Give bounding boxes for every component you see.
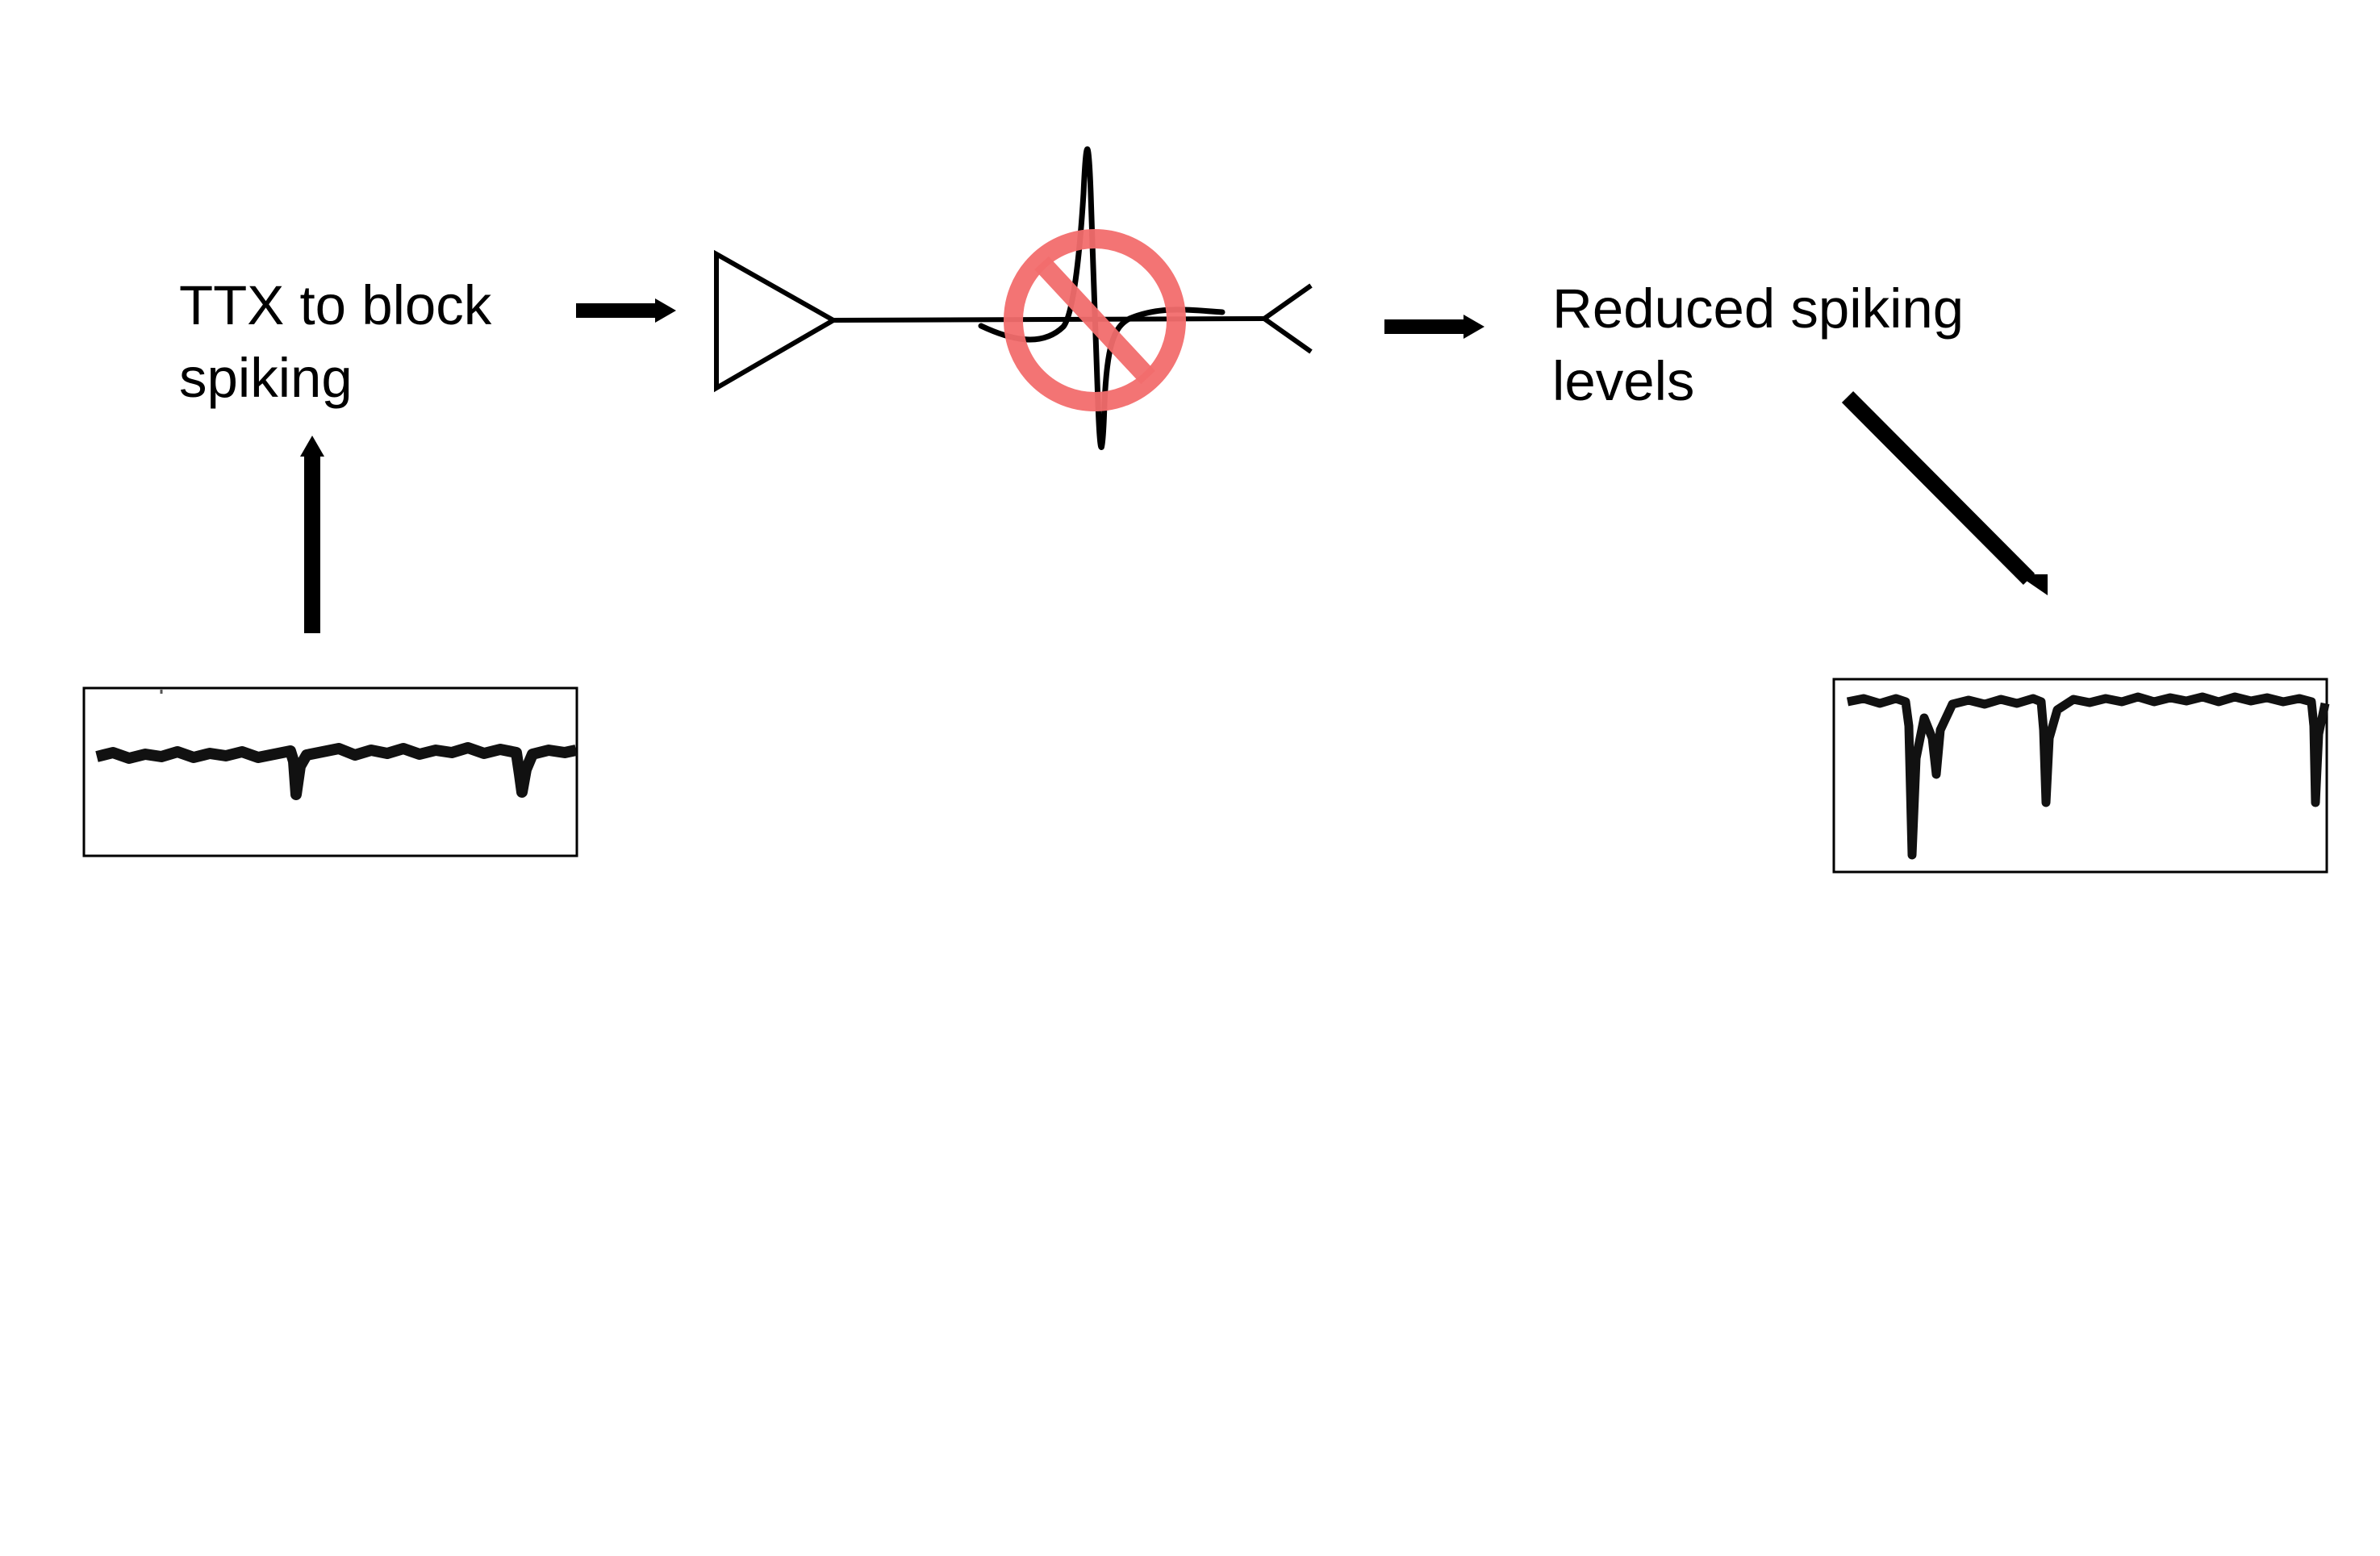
prohibition-sign-icon: [1004, 229, 1186, 411]
arrow-neuron-to-reduced: [1384, 315, 1484, 339]
left-trace-line: [95, 742, 578, 800]
neuron-axon-icon: [714, 249, 1313, 393]
arrow-ttx-to-neuron: [576, 298, 676, 323]
reduced-label-line1: Reduced spiking: [1552, 277, 1964, 340]
reduced-spiking-label: Reduced spiking levels: [1552, 277, 1964, 412]
ttx-label-line2: spiking: [179, 347, 353, 409]
right-trace-line: [1846, 692, 2330, 860]
arrow-trace-to-ttx: [300, 436, 324, 633]
reduced-label-line2: levels: [1552, 350, 1694, 412]
ttx-label: TTX to block spiking: [179, 274, 492, 409]
ttx-label-line1: TTX to block: [179, 274, 492, 336]
arrow-reduced-to-trace: [1841, 390, 2048, 595]
right-recording-trace: [1832, 678, 2330, 874]
left-recording-trace: [82, 686, 578, 857]
